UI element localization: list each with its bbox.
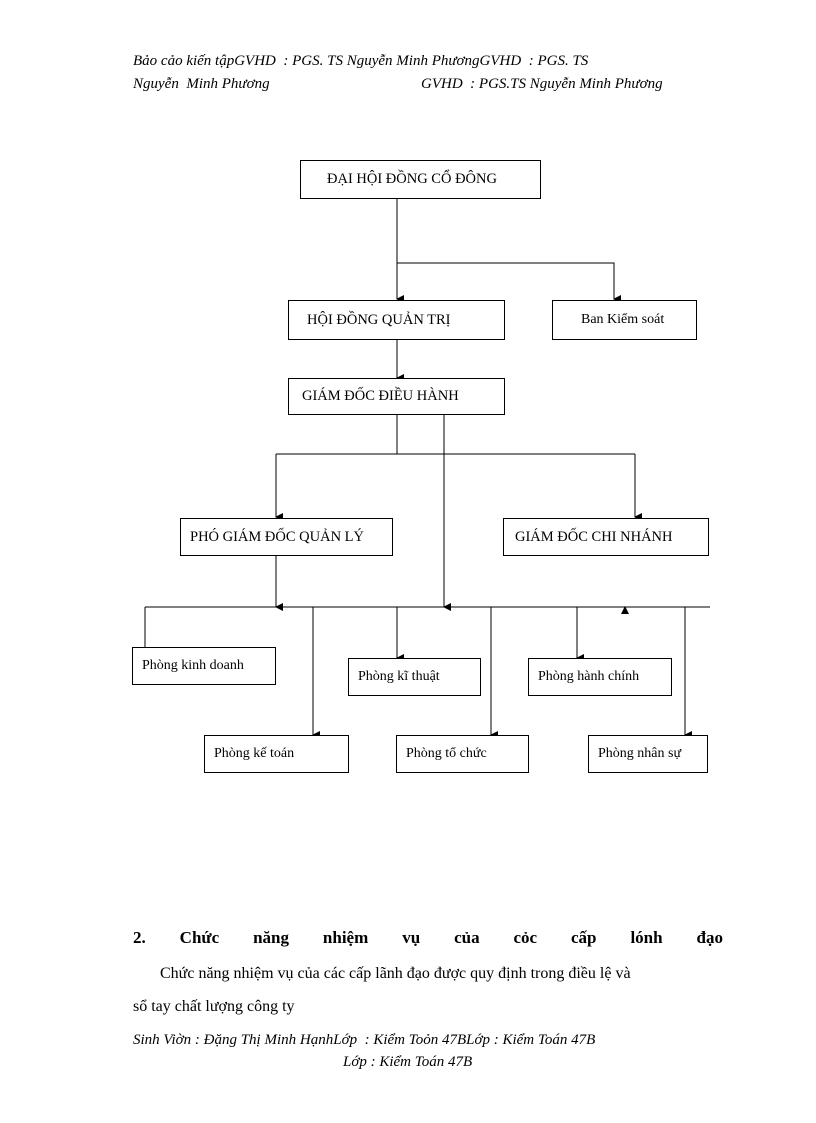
box-accounting: Phòng kế toán [204, 735, 349, 773]
footer-line-2: Lớp : Kiểm Toán 47B [343, 1054, 473, 1070]
paragraph-line-2: sổ tay chất lượng công ty [133, 998, 295, 1015]
box-general-meeting: ĐẠI HỘI ĐỒNG CỔ ĐÔNG [300, 160, 541, 199]
heading-word: Chức [179, 928, 220, 947]
connector-meeting-supervisory [397, 262, 621, 303]
box-supervisory: Ban Kiểm soát [552, 300, 697, 340]
paragraph-line-1: Chức năng nhiệm vụ của các cấp lãnh đạo … [160, 965, 631, 982]
box-branch: GIÁM ĐỐC CHI NHÁNH [503, 518, 709, 556]
box-ceo: GIÁM ĐỐC ĐIỀU HÀNH [288, 378, 505, 415]
footer-line-1: Sinh Viờn : Đặng Thị Minh HạnhLớp : Kiểm… [133, 1032, 596, 1048]
heading-word: cỏc [513, 928, 538, 947]
heading-word: cấp [571, 928, 597, 947]
box-technical: Phòng kĩ thuật [348, 658, 481, 696]
header-line-1: Bảo cảo kiến tậpGVHD : PGS. TS Nguyễn Mi… [133, 53, 589, 69]
header-line-2-right: GVHD : PGS.TS Nguyễn Minh Phương [421, 76, 663, 92]
box-board: HỘI ĐỒNG QUẢN TRỊ [288, 300, 505, 340]
box-deputy: PHÓ GIÁM ĐỐC QUẢN LÝ [180, 518, 393, 556]
heading-word: của [454, 928, 480, 947]
section-heading: 2. Chức năng nhiệm vụ của cỏc cấp lónh đ… [133, 928, 723, 948]
heading-word: năng [253, 928, 289, 947]
header-line-2-left: Nguyễn Minh Phương [133, 76, 270, 92]
heading-word: lónh [630, 928, 663, 947]
box-organization: Phòng tổ chức [396, 735, 529, 773]
box-hr: Phòng nhân sự [588, 735, 708, 773]
heading-word: vụ [402, 928, 421, 947]
box-admin: Phòng hành chính [528, 658, 672, 696]
box-sales: Phòng kinh doanh [132, 647, 276, 685]
heading-word: đạo [696, 928, 723, 947]
heading-word: nhiệm [322, 928, 369, 947]
heading-word: 2. [133, 928, 146, 947]
connector-up-arrowhead [621, 606, 629, 614]
